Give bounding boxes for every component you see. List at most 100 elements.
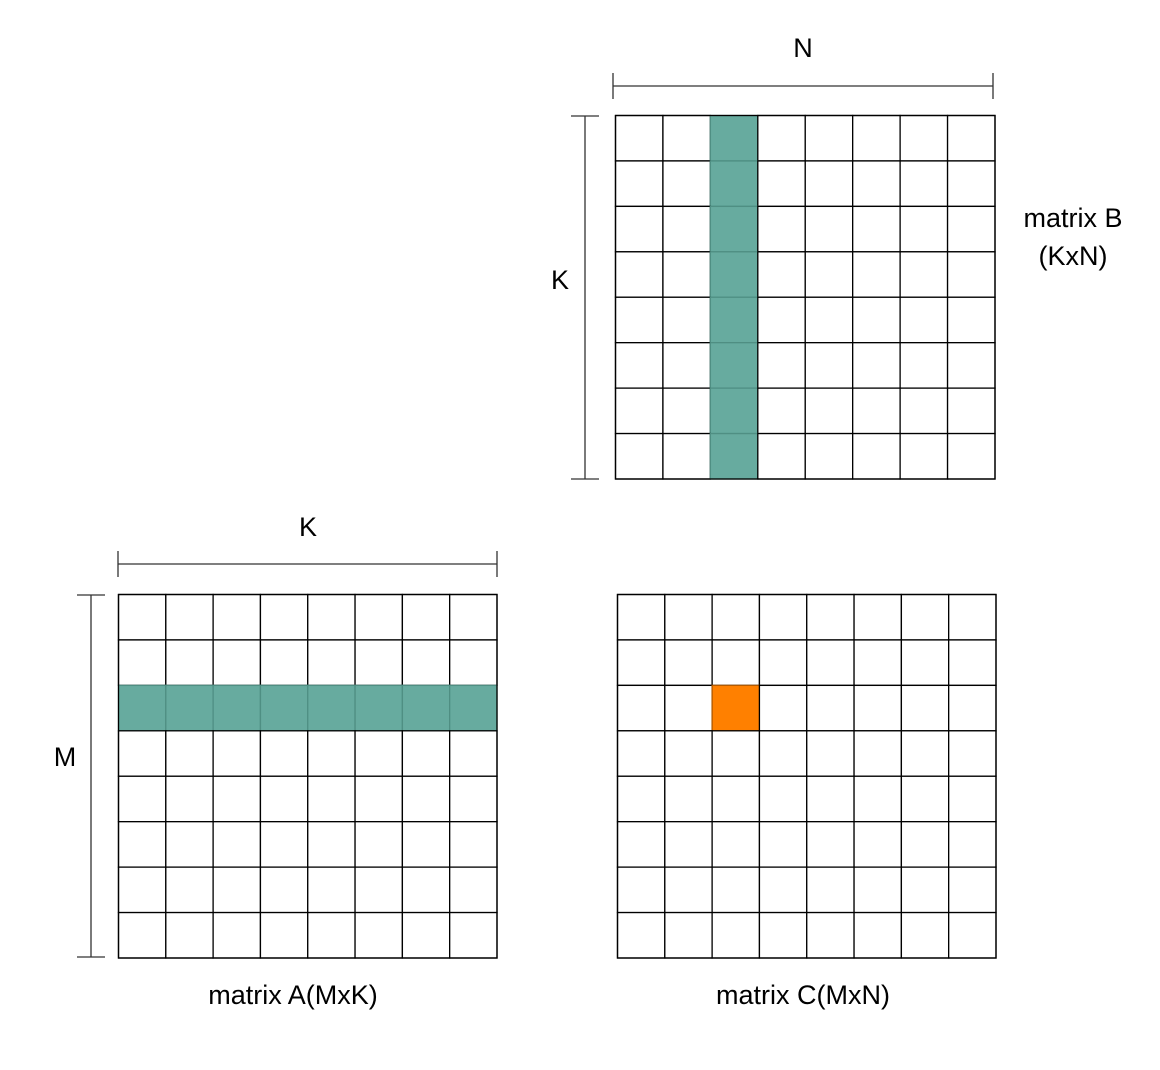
matrix-c-cell <box>616 639 666 687</box>
matrix-a-cell <box>354 775 404 823</box>
matrix-b-cell <box>804 251 854 298</box>
matrix-a-cell <box>449 639 498 687</box>
matrix-c-cell <box>806 639 855 687</box>
matrix-a-cell <box>165 775 214 823</box>
matrix-a-cell <box>307 821 356 868</box>
matrix-c-cell <box>900 639 950 687</box>
matrix-c-cell <box>664 730 713 777</box>
matrix-a-cell <box>212 775 262 823</box>
matrix-a-cell <box>259 730 309 777</box>
matrix-a-cell <box>401 730 451 777</box>
matrix-c-cell <box>758 639 808 687</box>
matrix-a-cell <box>307 593 356 641</box>
matrix-b-cell <box>804 160 854 208</box>
matrix-b-cell <box>804 205 854 253</box>
matrix-c-cell <box>711 775 761 823</box>
matrix-a-cell <box>212 821 262 868</box>
matrix-a-cell <box>449 821 498 868</box>
matrix-a-cell <box>354 684 404 732</box>
matrix-b-cell <box>899 342 949 389</box>
matrix-b-cell <box>804 296 854 344</box>
matrix-b-cell <box>946 160 996 208</box>
matrix-a-cell <box>165 821 214 868</box>
matrix-b-label: matrix B <box>1023 202 1123 233</box>
matrix-c-cell <box>664 684 713 732</box>
matrix-b-cell <box>709 160 759 208</box>
matrix-a-cell <box>259 684 309 732</box>
matrix-a-cell <box>401 775 451 823</box>
matrix-a-cell <box>117 821 167 868</box>
matrix-a-cell <box>165 866 214 914</box>
matrix-b-cell <box>662 114 712 162</box>
matrix-a-cell <box>401 639 451 687</box>
matrix-b-cell <box>614 251 664 298</box>
matrix-b-cell <box>662 160 712 208</box>
matrix-c-cell <box>616 911 666 959</box>
matrix-b-cell <box>899 387 949 435</box>
matrix-b-cell <box>757 387 806 435</box>
matrix-a-cell <box>449 866 498 914</box>
matrix-a-cell <box>449 730 498 777</box>
matrix-c-cell <box>711 639 761 687</box>
matrix-c-cell <box>806 866 855 914</box>
matrix-c-cell <box>758 821 808 868</box>
matrix-a-cell <box>165 684 214 732</box>
matrix-a-cell <box>401 821 451 868</box>
matrix-a-label: matrix A(MxK) <box>208 979 378 1010</box>
matrix-b-cell <box>804 342 854 389</box>
matrix-c-cell <box>616 684 666 732</box>
matrix-a-cell <box>449 911 498 959</box>
matrix-b-cell <box>852 342 901 389</box>
matrix-b-cell <box>804 114 854 162</box>
matrix-c-cell <box>758 684 808 732</box>
matrix-a-cell <box>354 866 404 914</box>
matrix-c-cell <box>758 866 808 914</box>
matrix-b-cell <box>709 432 759 480</box>
matrix-c-cell <box>900 593 950 641</box>
matrix-a-cell <box>259 593 309 641</box>
matrix-c-cell <box>853 684 903 732</box>
matrix-a-cell <box>117 775 167 823</box>
matrix-a-cell <box>307 866 356 914</box>
matrix-b-cell <box>662 251 712 298</box>
matrix-c-cell <box>711 684 761 732</box>
matrix-b-cell <box>899 205 949 253</box>
matrix-c-cell <box>900 730 950 777</box>
matrix-a-cell <box>354 593 404 641</box>
matrix-c-cell <box>664 911 713 959</box>
matrix-a-cell <box>117 639 167 687</box>
matrix-a-cell <box>449 684 498 732</box>
matrix-b-cell <box>662 296 712 344</box>
matrix-b-cell <box>614 342 664 389</box>
matrix-c-cell <box>806 911 855 959</box>
matrix-c-cell <box>948 639 997 687</box>
matrix-b-cell <box>899 432 949 480</box>
matrix-b-cell <box>614 160 664 208</box>
dim-label-k-a: K <box>298 511 318 542</box>
matrix-b-cell <box>757 296 806 344</box>
matrix-a-cell <box>259 775 309 823</box>
matrix-a-cell <box>307 684 356 732</box>
matrix-a-cell <box>401 593 451 641</box>
matrix-c-cell <box>616 821 666 868</box>
matrix-b-cell <box>899 251 949 298</box>
matrix-c-cell <box>616 775 666 823</box>
matrix-a-cell <box>212 593 262 641</box>
matrix-b-cell <box>662 432 712 480</box>
matrix-c-cell <box>853 730 903 777</box>
matrix-c-cell <box>616 593 666 641</box>
matrix-b-cell <box>946 114 996 162</box>
matrix-c-cell <box>853 775 903 823</box>
matrix-b-cell <box>946 296 996 344</box>
matrix-c-label: matrix C(MxN) <box>716 979 890 1010</box>
matrix-b-cell <box>662 205 712 253</box>
matrix-c-cell <box>664 639 713 687</box>
dim-label-k-b: K <box>550 264 570 295</box>
matrix-b-cell <box>946 432 996 480</box>
matrix-c-cell <box>853 593 903 641</box>
matrix-c-cell <box>948 866 997 914</box>
matrix-c-cell <box>900 684 950 732</box>
matrix-b-cell <box>852 114 901 162</box>
matrix-b-cell <box>709 342 759 389</box>
